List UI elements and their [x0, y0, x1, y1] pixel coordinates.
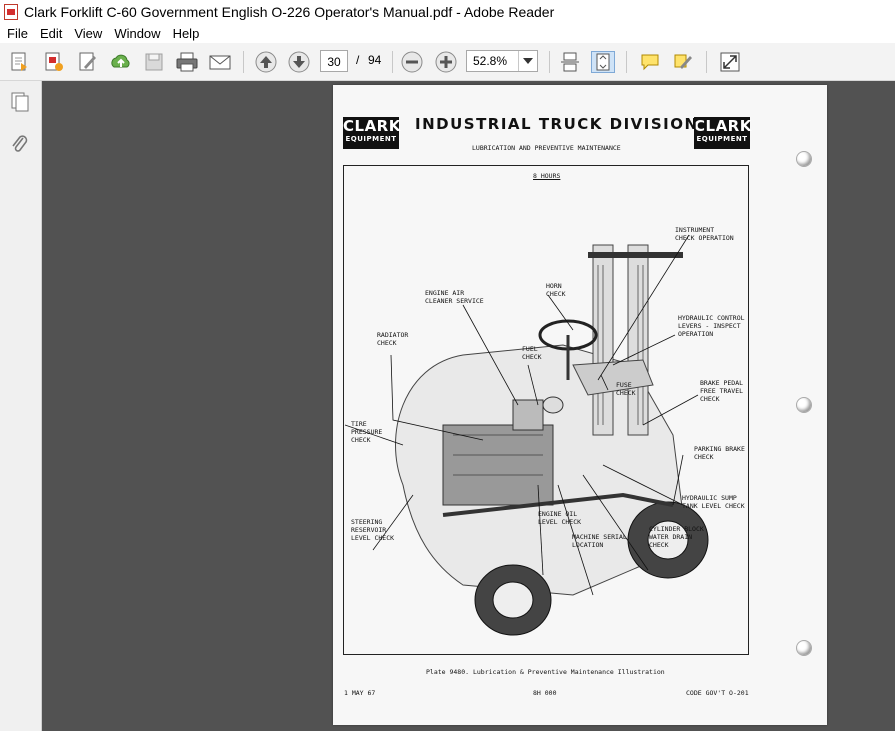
previous-page-icon[interactable]	[254, 51, 278, 73]
toolbar	[0, 43, 895, 81]
footer-date: 1 MAY 67	[344, 689, 376, 697]
menu-help[interactable]: Help	[172, 26, 200, 41]
cloud-upload-icon[interactable]	[109, 51, 133, 73]
interval-label: 8 HOURS	[533, 172, 561, 180]
full-screen-icon[interactable]	[718, 51, 742, 73]
illustration-frame	[343, 165, 749, 655]
chevron-down-icon[interactable]	[518, 51, 537, 71]
clark-logo-left: CLARK EQUIPMENT	[343, 117, 400, 149]
forklift-illustration	[344, 234, 709, 636]
page-total: 94	[368, 53, 382, 67]
menu-window[interactable]: Window	[114, 26, 161, 41]
binder-hole	[796, 640, 812, 656]
menu-file[interactable]: File	[7, 26, 28, 41]
zoom-in-icon[interactable]	[434, 51, 458, 73]
zoom-select[interactable]: 52.8%	[466, 50, 538, 72]
page-separator: /	[356, 53, 360, 67]
fit-page-icon[interactable]	[591, 51, 615, 73]
highlight-text-icon[interactable]	[671, 51, 695, 73]
zoom-value: 52.8%	[473, 54, 508, 68]
footer-code: 8H 000	[533, 689, 557, 697]
comment-icon[interactable]	[638, 51, 662, 73]
save-icon[interactable]	[142, 51, 166, 73]
window-title: Clark Forklift C-60 Government English O…	[24, 4, 555, 20]
binder-hole	[796, 397, 812, 413]
next-page-icon[interactable]	[287, 51, 311, 73]
title-bar: Clark Forklift C-60 Government English O…	[0, 0, 895, 24]
scrolling-mode-icon[interactable]	[558, 51, 582, 73]
create-pdf-icon[interactable]	[42, 51, 66, 73]
binder-hole	[796, 151, 812, 167]
open-file-icon[interactable]	[8, 51, 32, 73]
menu-view[interactable]: View	[74, 26, 103, 41]
attachments-paperclip-icon[interactable]	[9, 133, 31, 160]
pages-panel-icon[interactable]	[9, 91, 31, 118]
edit-document-icon[interactable]	[76, 51, 100, 73]
menu-bar: File Edit View Window Help	[0, 24, 895, 43]
zoom-out-icon[interactable]	[400, 51, 424, 73]
pdf-page: CLARK EQUIPMENT CLARK EQUIPMENT INDUSTRI…	[333, 85, 827, 725]
document-subheading: LUBRICATION AND PREVENTIVE MAINTENANCE	[472, 144, 621, 152]
navigation-panel	[0, 81, 42, 731]
menu-edit[interactable]: Edit	[39, 26, 63, 41]
document-heading: INDUSTRIAL TRUCK DIVISION	[415, 115, 699, 133]
page-number-input[interactable]: 30	[320, 50, 348, 72]
print-icon[interactable]	[175, 51, 199, 73]
plate-caption: Plate 9480. Lubrication & Preventive Mai…	[426, 668, 665, 676]
footer-govt-code: CODE GOV'T O-201	[686, 689, 749, 697]
email-icon[interactable]	[208, 51, 232, 73]
clark-logo-right: CLARK EQUIPMENT	[694, 117, 751, 149]
adobe-reader-icon	[4, 4, 18, 20]
